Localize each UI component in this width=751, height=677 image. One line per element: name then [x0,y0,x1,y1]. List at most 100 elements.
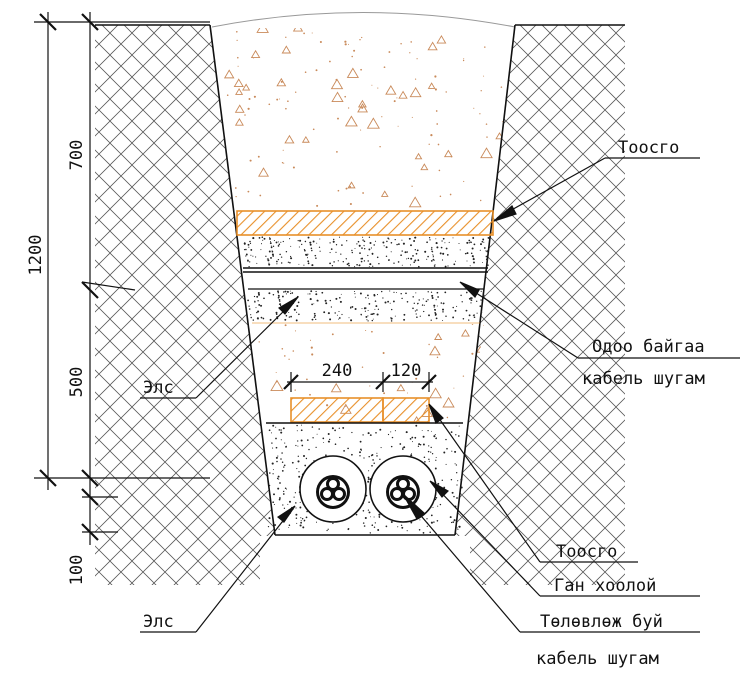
sand-grain [243,242,246,245]
sand-grain [427,291,429,293]
sand-grain [316,242,318,244]
sand-grain [345,187,348,190]
sand-grain [347,107,350,109]
sand-grain [362,192,365,194]
gravel-stone [346,67,359,78]
sand-grain [382,352,385,354]
sand-grain [243,248,246,251]
sand-grain [423,304,425,306]
sand-grain [359,38,361,41]
sand-grain [346,240,348,242]
sand-grain [299,524,302,527]
sand-grain [433,304,436,307]
steel-pipe-right [369,455,437,523]
sand-grain [473,261,475,264]
sand-grain [310,247,313,250]
gravel-stone [429,387,443,399]
sand-grain [296,424,298,427]
sand-grain [427,450,430,453]
sand-grain [435,299,437,301]
sand-grain [435,459,437,461]
sand-grain [380,447,382,449]
sand-grain [412,255,414,257]
sand-grain [376,294,379,296]
sand-grain [458,425,460,427]
sand-grain [402,242,405,245]
sand-grain [245,253,248,256]
sand-grain [371,453,374,456]
sand-grain [354,296,356,298]
sand-grain [250,316,252,319]
sand-grain [297,460,300,463]
sand-grain [360,260,363,263]
sand-grain [436,123,439,125]
sand-grain [436,305,438,307]
sand-grain [272,424,275,427]
sand-grain [435,317,438,320]
sand-grain [308,448,310,451]
sand-grain [253,95,256,98]
sand-grain [367,315,369,317]
label-sand-upper: Элс [143,378,174,398]
sand-grain [285,107,287,110]
sand-grain [276,460,278,463]
sand-grain [275,313,278,315]
sand-grain [272,501,275,504]
sand-grain [280,256,283,258]
sand-grain [289,292,292,295]
sand-grain [304,71,307,74]
sand-grain [432,256,434,258]
sand-grain [437,505,439,507]
sand-grain [403,313,406,316]
sand-grain [370,516,371,518]
sand-grain [437,143,440,146]
sand-grain [273,239,275,242]
sand-grain [294,330,297,332]
sand-grain [415,377,418,380]
sand-grain [268,484,271,487]
sand-grain [285,314,288,317]
sand-grain [428,237,431,239]
sand-grain [435,238,437,240]
gravel-stone [256,28,269,33]
sand-grain [473,316,476,318]
sand-grain [385,255,388,258]
sand-grain [315,521,318,523]
sand-grain [287,100,289,103]
sand-grain [451,491,454,494]
sand-grain [291,461,294,464]
sand-grain [431,453,434,455]
sand-grain [280,431,283,434]
sand-grain [401,264,403,266]
sand-grain [378,516,381,518]
sand-grain [262,317,265,320]
gravel-stone [233,78,244,88]
sand-grain [367,432,370,435]
sand-grain [329,242,331,244]
sand-grain [356,263,358,266]
sand-grain [462,317,465,320]
sand-grain [379,458,381,460]
sand-grain [471,247,474,250]
sand-grain [390,317,392,319]
sand-grain [473,107,475,109]
sand-grain [311,249,313,252]
sand-grain [418,299,420,301]
sand-grain [426,258,428,260]
sand-grain [258,303,261,306]
sand-grain [372,459,374,461]
sand-grain [396,97,398,99]
sand-grain [269,318,272,321]
sand-grain [435,437,437,440]
sand-grain [411,185,413,187]
sand-grain [270,245,272,247]
sand-grain [272,473,274,475]
sand-grain [271,253,274,256]
sand-grain [278,243,281,246]
sand-grain [263,237,266,240]
sand-grain [393,291,395,293]
sand-grain [444,242,446,244]
sand-grain [341,313,343,316]
sand-grain [373,294,376,297]
